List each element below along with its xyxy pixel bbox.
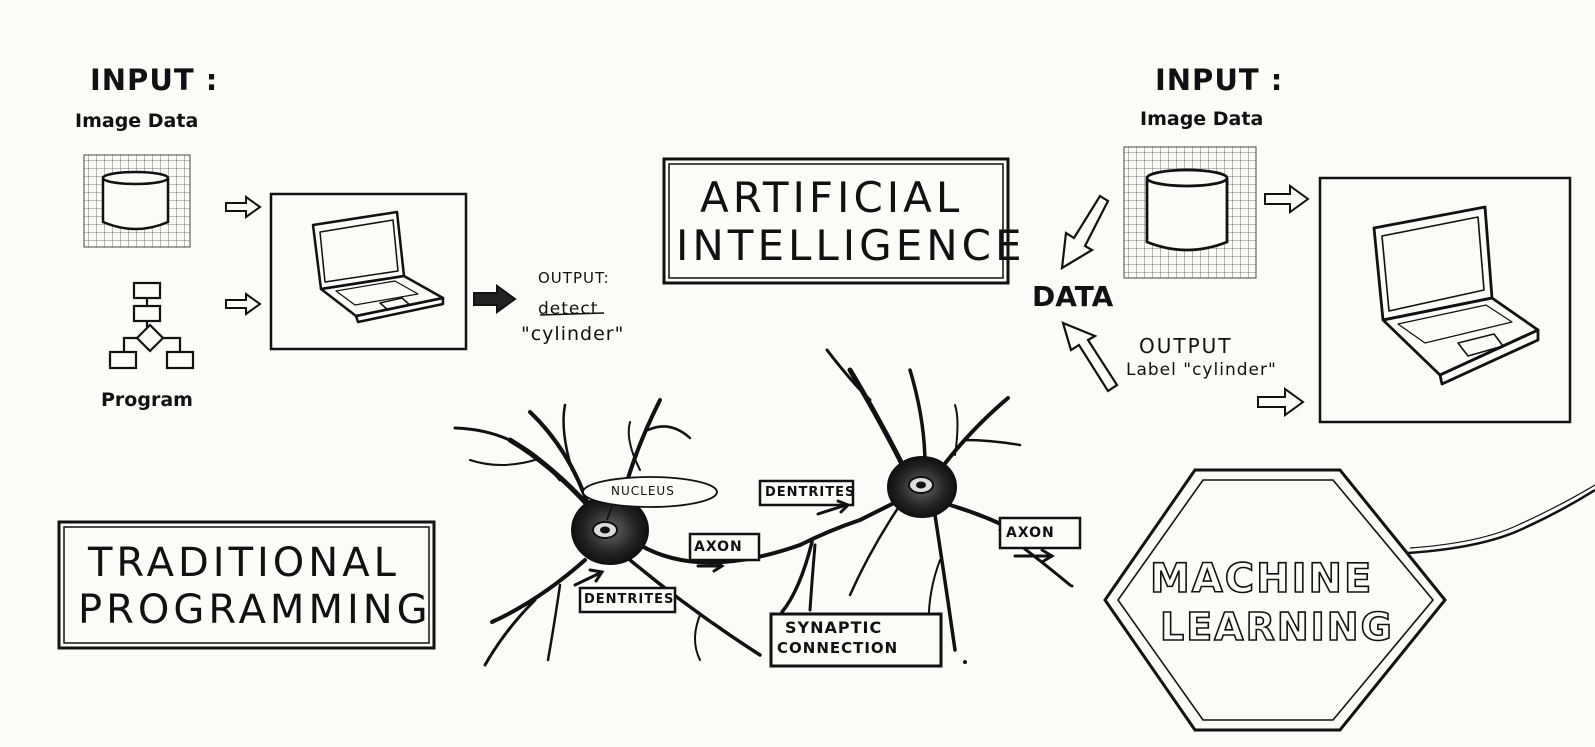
grid-cylinder-icon-ml [1123, 146, 1257, 279]
nucleus-callout [582, 476, 718, 508]
neuron-label-boxes [578, 479, 1082, 668]
dentrites-label-top: DENTRITES [765, 485, 856, 500]
traditional-title-box [57, 520, 436, 650]
output-heading: OUTPUT: [538, 269, 610, 287]
computer-frame-ml [1318, 176, 1572, 424]
neuron-icon [453, 348, 1072, 667]
connector-curve-inner [1409, 484, 1595, 549]
ml-input-subheading: Image Data [1140, 108, 1264, 130]
laptop-icon-ml [1372, 205, 1540, 386]
output-detect: detect [538, 299, 599, 319]
ml-output-label: Label "cylinder" [1126, 360, 1277, 380]
ml-title-line1: MACHINE [1149, 556, 1374, 602]
program-label: Program [101, 389, 193, 411]
nucleus-pointer [606, 505, 613, 521]
axon-label-right: AXON [1006, 525, 1055, 541]
input-heading: INPUT : [90, 63, 219, 97]
axon-label-left: AXON [694, 539, 743, 555]
synaptic-label-line1: SYNAPTIC [785, 618, 883, 637]
dentrites-label-bottom: DENTRITES [584, 592, 675, 607]
ai-title-box [662, 157, 1010, 285]
strike-line [539, 312, 605, 316]
data-arrows [1060, 194, 1119, 393]
output-arrow-icon [473, 284, 517, 314]
nucleolus-right [916, 481, 926, 489]
computer-frame [269, 192, 468, 351]
hexagon-frame [1103, 468, 1447, 732]
ai-title-line2: INTELLIGENCE [676, 221, 1026, 270]
nucleus-label: NUCLEUS [611, 484, 675, 498]
arrow-right-icon [225, 195, 262, 316]
nucleolus-left [600, 526, 610, 534]
synaptic-label-line2: CONNECTION [777, 639, 899, 657]
ml-input-heading: INPUT : [1155, 63, 1284, 97]
grid-cylinder-icon [83, 154, 191, 248]
flowchart-icon [108, 281, 195, 370]
laptop-icon [311, 210, 445, 324]
ai-title-line1: ARTIFICIAL [700, 173, 964, 222]
pointer-arrows [573, 499, 1055, 612]
ml-output-heading: OUTPUT [1139, 334, 1233, 358]
input-subheading: Image Data [75, 110, 199, 132]
output-cylinder: "cylinder" [521, 323, 625, 345]
connector-curve [1407, 488, 1595, 555]
traditional-title-line1: TRADITIONAL [88, 540, 400, 586]
arrow-right-icon-ml [1257, 184, 1310, 417]
ml-title-line2: LEARNING [1159, 605, 1394, 649]
data-label: DATA [1032, 280, 1114, 313]
traditional-title-line2: PROGRAMMING [78, 587, 432, 633]
